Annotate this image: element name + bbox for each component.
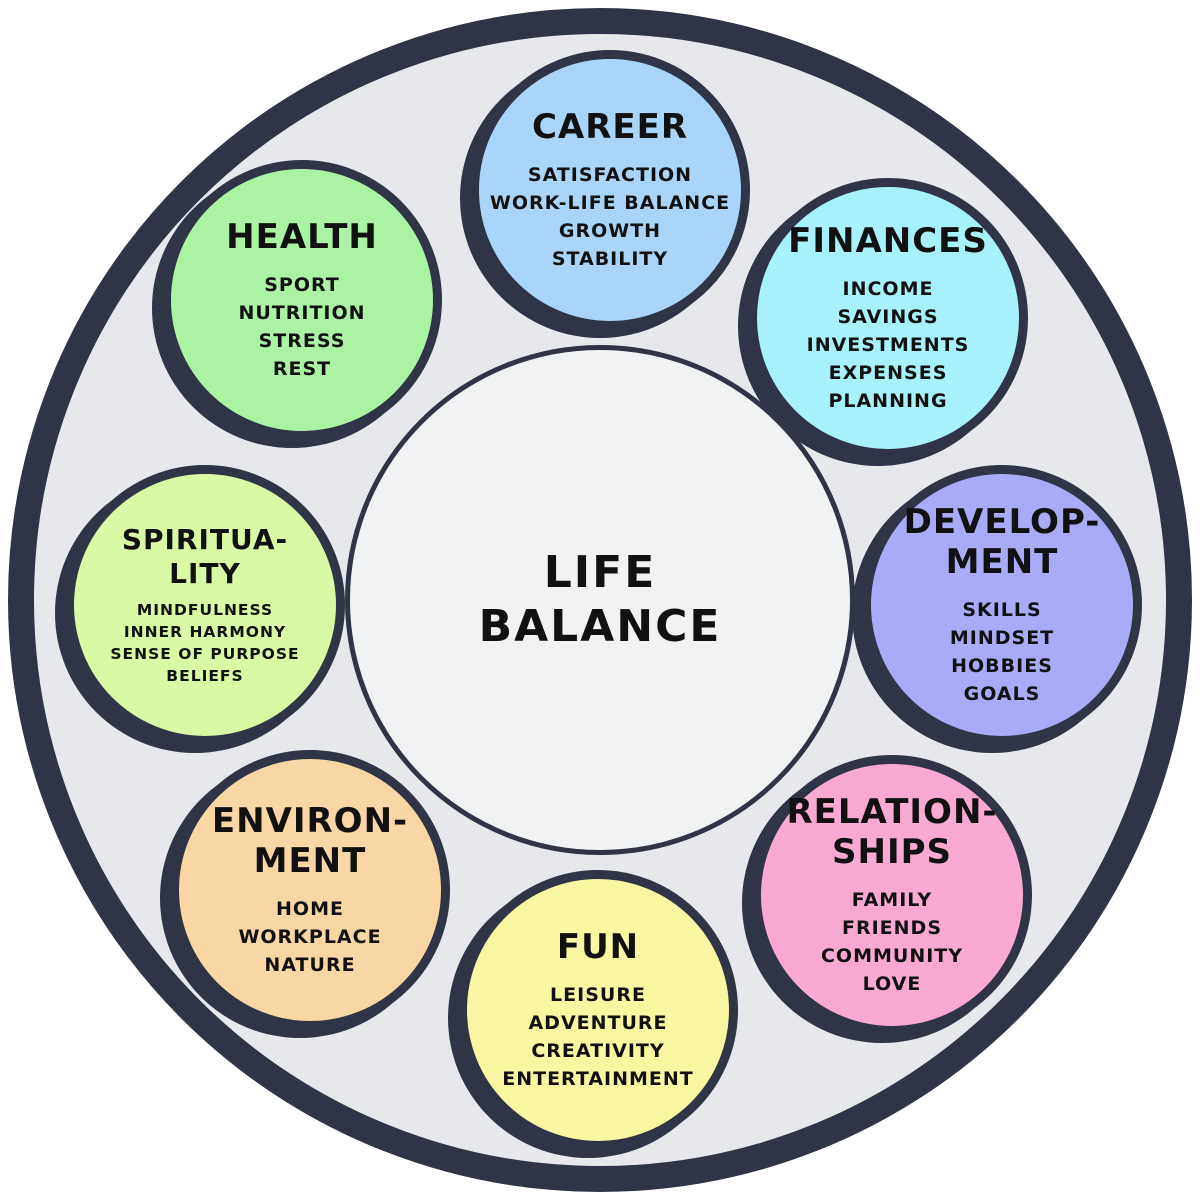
area-title-line: SPIRITUA- [121,523,289,556]
area-item: COMMUNITY [820,945,964,967]
area-item: INNER HARMONY [123,623,287,641]
area-title-line: LITY [169,557,241,590]
area-title-line: MENT [945,542,1059,582]
area-item: GOALS [963,683,1041,705]
area-title-line: ENVIRON- [211,801,409,841]
area-item: STABILITY [551,248,669,270]
area-circle-environment: ENVIRON-MENT HOME WORKPLACE NATURE [170,750,450,1030]
area-title-line: RELATION- [786,792,998,832]
area-item: NATURE [264,954,356,976]
area-title-line: DEVELOP- [903,502,1101,542]
area-item: SATISFACTION [527,164,693,186]
area-title: DEVELOP-MENT [904,502,1101,582]
area-item: BELIEFS [166,667,244,685]
area-title: HEALTH [226,217,378,257]
area-item: WORKPLACE [238,926,382,948]
area-title: CAREER [532,107,688,147]
area-title: RELATION-SHIPS [786,792,997,872]
area-item: SKILLS [962,599,1042,621]
area-item: SPORT [264,274,340,296]
area-item: INVESTMENTS [806,334,970,356]
area-title: SPIRITUA-LITY [122,523,288,591]
area-item: FAMILY [851,889,933,911]
center-title-line2: BALANCE [478,601,722,652]
area-item: LEISURE [550,984,646,1006]
area-item: WORK-LIFE BALANCE [489,192,731,214]
area-item: SAVINGS [837,306,939,328]
area-item: REST [272,358,332,380]
area-item: HOBBIES [951,655,1053,677]
area-item: EXPENSES [828,362,948,384]
area-item: MINDFULNESS [136,601,274,619]
area-item: PLANNING [828,390,948,412]
area-title-line: MENT [253,841,367,881]
center-circle: LIFE BALANCE [345,345,855,855]
area-title-line: CAREER [531,107,689,147]
area-circle-career: CAREER SATISFACTION WORK-LIFE BALANCE GROWT… [470,50,750,330]
area-circle-spirituality: SPIRITUA-LITY MINDFULNESS INNER HARMONY SEN… [65,465,345,745]
area-item: INCOME [842,278,934,300]
center-title-line1: LIFE [543,547,657,598]
area-circle-relationships: RELATION-SHIPS FAMILY FRIENDS COMMUNITY LOVE [752,755,1032,1035]
area-item: STRESS [258,330,346,352]
area-item: LOVE [862,973,922,995]
area-item: HOME [276,898,344,920]
area-circle-health: HEALTH SPORT NUTRITION STRESS REST [162,160,442,440]
area-title: FINANCES [788,221,988,261]
area-title: ENVIRON-MENT [212,801,408,881]
area-item: FRIENDS [841,917,942,939]
area-circle-finances: FINANCES INCOME SAVINGS INVESTMENTS EXPENSES… [748,178,1028,458]
area-title-line: FUN [556,927,640,967]
area-circle-development: DEVELOP-MENT SKILLS MINDSET HOBBIES GOALS [862,465,1142,745]
area-item: ADVENTURE [528,1012,668,1034]
area-title-line: FINANCES [788,221,988,261]
area-title: FUN [557,927,639,967]
area-item: GROWTH [558,220,662,242]
area-title-line: HEALTH [226,217,378,257]
area-circle-fun: FUN LEISURE ADVENTURE CREATIVITY ENTERTAINME… [458,870,738,1150]
area-item: MINDSET [949,627,1055,649]
area-item: SENSE OF PURPOSE [110,645,300,663]
area-item: ENTERTAINMENT [502,1068,694,1090]
area-item: NUTRITION [238,302,366,324]
area-item: CREATIVITY [531,1040,665,1062]
area-title-line: SHIPS [832,832,952,872]
